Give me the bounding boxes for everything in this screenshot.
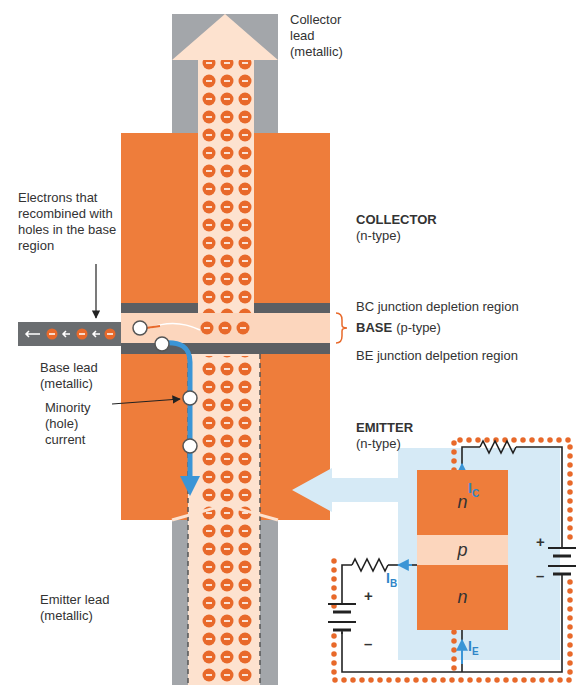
region-type: (n-type) <box>356 228 401 244</box>
layer-label: p <box>457 540 467 561</box>
emitter-electrons <box>198 356 254 685</box>
circuit-wires <box>342 447 562 672</box>
be-depletion <box>121 343 330 354</box>
region-heading: EMITTER <box>356 420 413 436</box>
lead-label: Base lead (metallic) <box>40 360 108 392</box>
base-electrons <box>201 322 250 335</box>
junction-label: BC junction depletion region <box>356 299 519 315</box>
lead-label: Emitter lead (metallic) <box>40 592 124 624</box>
resistor-symbol <box>352 559 388 571</box>
junction-label: BE junction delpetion region <box>356 348 518 364</box>
hole-current-arrow <box>162 343 190 488</box>
base-region <box>121 313 330 343</box>
n-layer-box: n <box>417 565 508 630</box>
base-lead-electrons <box>26 329 116 340</box>
layer-label: n <box>457 492 467 513</box>
dashed-edge <box>259 354 261 685</box>
region-type: (n-type) <box>356 436 401 452</box>
electron-to-hole <box>146 326 160 328</box>
polarity-sign: + <box>536 534 545 550</box>
leader-line <box>112 399 180 404</box>
current-label: IE <box>468 638 479 660</box>
inset-panel <box>398 448 560 660</box>
electron-flow <box>198 60 254 313</box>
callout-note: Minority (hole) current <box>45 400 107 448</box>
lead-label: Collector lead (metallic) <box>290 12 362 60</box>
region-type: (p-type) <box>396 320 441 336</box>
emitter-flow <box>188 354 260 685</box>
polarity-sign: – <box>364 636 372 652</box>
polarity-sign: + <box>364 588 373 604</box>
holes <box>133 321 197 453</box>
arrow-tail-notch <box>172 505 278 520</box>
current-label: IB <box>386 570 397 592</box>
layer-label: n <box>457 587 467 608</box>
battery-symbol <box>328 604 356 634</box>
electron-flow-arrow <box>172 14 278 313</box>
zoom-arrow <box>292 468 412 512</box>
resistor-symbol <box>480 441 516 453</box>
n-layer-box: n <box>417 470 508 535</box>
current-label: IC <box>468 480 479 502</box>
base-brace <box>336 313 347 343</box>
region-heading: COLLECTOR <box>356 212 437 228</box>
region-heading: BASE <box>356 320 392 336</box>
polarity-sign: – <box>536 568 544 584</box>
p-layer-box: p <box>417 535 508 565</box>
battery-symbol <box>548 548 576 578</box>
callout-note: Electrons that recombined with holes in … <box>18 190 128 254</box>
base-lead <box>18 322 124 346</box>
circuit-electrons <box>334 440 570 680</box>
leader-line <box>95 264 96 318</box>
